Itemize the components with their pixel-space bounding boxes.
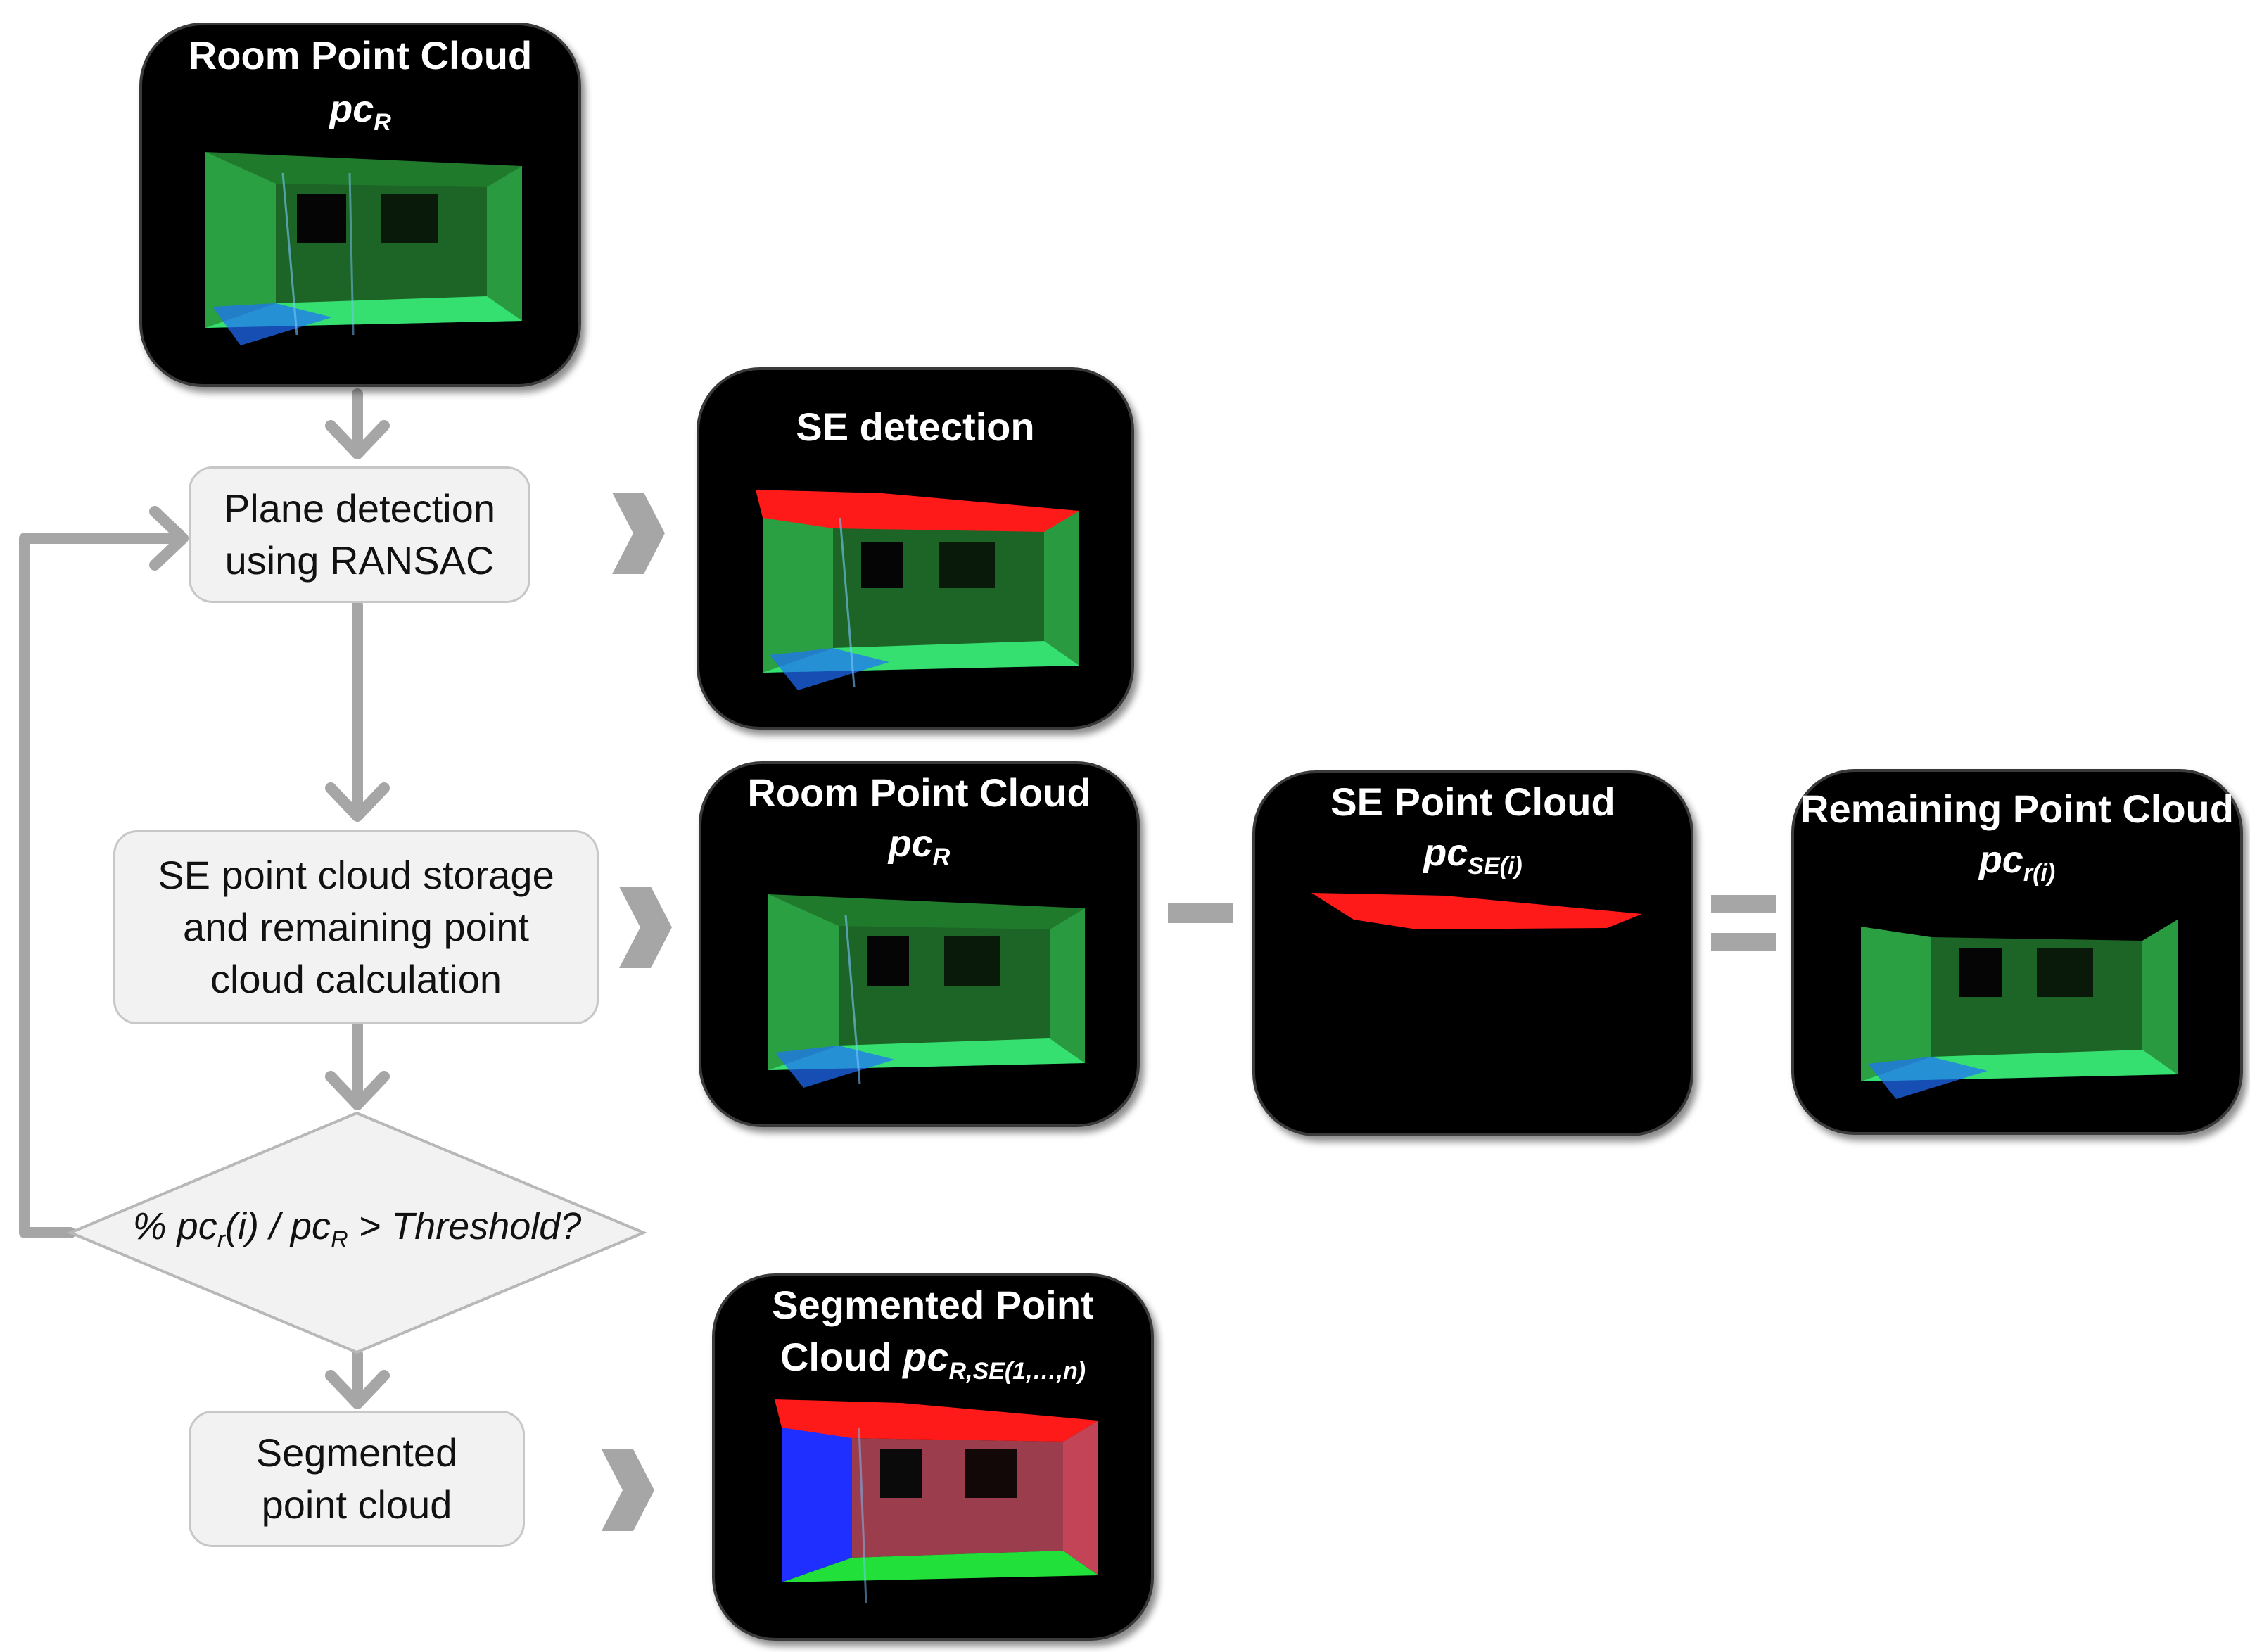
segmented-point-cloud-box: Segmented point cloud xyxy=(189,1411,525,1547)
arrow-head-2 xyxy=(325,782,390,822)
threshold-question: % pcr(i) / pcR > Threshold? xyxy=(132,1205,582,1253)
segmented-point-cloud-panel: Segmented Point Cloud pcR,SE(1,…,n) xyxy=(712,1273,1154,1641)
room-point-cloud-image xyxy=(205,152,522,345)
plane-detection-box: Plane detection using RANSAC xyxy=(189,466,530,603)
panel-symbol: pcSE(i) xyxy=(1423,832,1523,879)
arrow-head-3 xyxy=(325,1071,390,1110)
se-point-cloud-image xyxy=(1311,893,1642,929)
segmented-line2: point cloud xyxy=(261,1482,452,1527)
threshold-decision-diamond xyxy=(66,1111,648,1354)
storage-line1: SE point cloud storage xyxy=(158,853,554,897)
room-point-cloud-image-2 xyxy=(768,894,1085,1088)
panel-title: SE detection xyxy=(796,405,1035,449)
arrow-head-1 xyxy=(325,420,390,459)
chevron-right-icon xyxy=(612,493,665,574)
panel-title: Segmented Point xyxy=(772,1283,1094,1327)
chevron-right-icon xyxy=(602,1449,654,1531)
panel-title: Room Point Cloud xyxy=(747,770,1091,815)
panel-title: Room Point Cloud xyxy=(188,33,533,77)
panel-symbol: pcR xyxy=(329,88,391,136)
remaining-point-cloud-panel: Remaining Point Cloud pcr(i) xyxy=(1791,769,2243,1135)
plane-detection-line1: Plane detection xyxy=(223,486,496,530)
se-point-cloud-panel: SE Point Cloud pcSE(i) xyxy=(1252,770,1693,1136)
loop-arrow-head xyxy=(149,506,189,571)
se-detection-image xyxy=(756,490,1079,690)
equals-operator-bottom xyxy=(1711,933,1776,951)
arrow-head-4 xyxy=(325,1370,390,1409)
loop-back-line xyxy=(19,533,185,1238)
segmented-line1: Segmented xyxy=(255,1430,458,1475)
remaining-point-cloud-image xyxy=(1854,898,2178,1099)
room-point-cloud-panel: Room Point Cloud pcR xyxy=(139,23,581,387)
panel-symbol: pcR xyxy=(888,822,951,870)
equals-operator-top xyxy=(1711,895,1776,913)
panel-title: SE Point Cloud xyxy=(1330,780,1615,824)
plane-detection-line2: using RANSAC xyxy=(224,538,495,583)
se-detection-panel: SE detection xyxy=(697,367,1134,730)
segmented-point-cloud-image xyxy=(775,1399,1098,1604)
chevron-right-icon xyxy=(619,887,672,968)
storage-line2: and remaining point xyxy=(183,905,529,949)
panel-symbol: pcr(i) xyxy=(1978,839,2056,887)
room-point-cloud-panel-2: Room Point Cloud pcR xyxy=(699,761,1140,1127)
minus-operator xyxy=(1168,903,1233,923)
storage-calculation-box: SE point cloud storage and remaining poi… xyxy=(113,830,599,1024)
storage-line3: cloud calculation xyxy=(210,957,502,1001)
panel-title: Remaining Point Cloud xyxy=(1800,787,2234,831)
panel-title-line2: Cloud pcR,SE(1,…,n) xyxy=(780,1335,1086,1385)
